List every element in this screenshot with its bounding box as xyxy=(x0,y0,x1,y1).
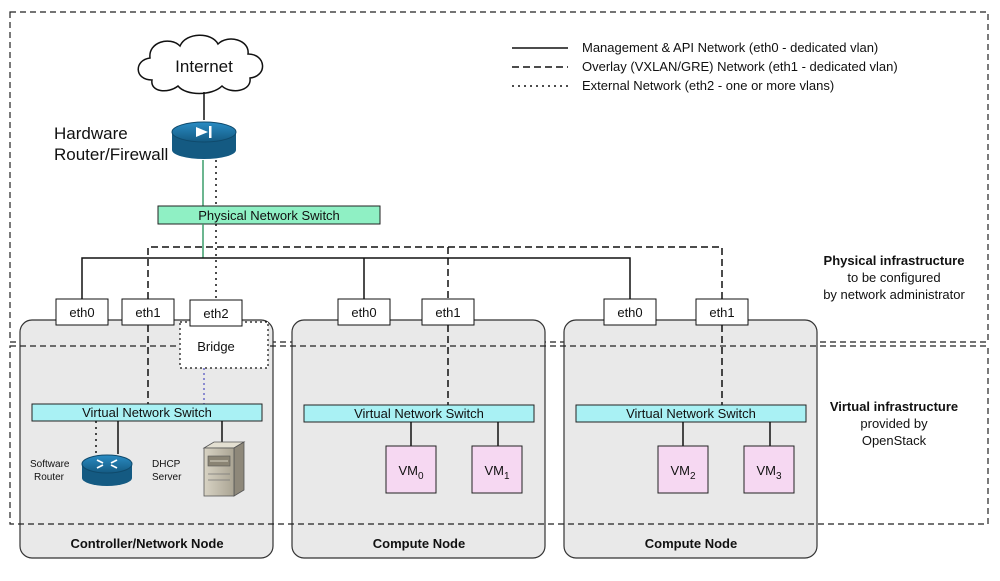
vm-2-label: VM2 xyxy=(670,463,696,482)
vm-1-label: VM1 xyxy=(484,463,510,482)
internet-cloud: Internet xyxy=(137,34,264,95)
controller-eth0-port xyxy=(55,298,109,326)
legend-management-label: Management & API Network (eth0 - dedicat… xyxy=(582,40,878,55)
controller-vswitch-label: Virtual Network Switch xyxy=(82,405,212,420)
compute1-eth0-port xyxy=(337,298,391,326)
hardware-router-label-line1: Hardware xyxy=(54,124,128,143)
internet-label: Internet xyxy=(175,57,233,76)
dhcp-label-line2: Server xyxy=(152,472,182,483)
dhcp-server-icon xyxy=(202,441,246,497)
virtual-infra-line2: provided by xyxy=(860,416,928,431)
vm-1-box xyxy=(471,445,523,494)
vm-2-box xyxy=(657,445,709,494)
hardware-router xyxy=(171,121,237,159)
compute2-title: Compute Node xyxy=(645,536,737,551)
vm-0-label: VM0 xyxy=(398,463,424,482)
compute1-eth1-label: eth1 xyxy=(435,305,460,320)
management-network xyxy=(81,257,631,299)
dhcp-label-line1: DHCP xyxy=(152,459,181,470)
legend-external-label: External Network (eth2 - one or more vla… xyxy=(582,78,834,93)
legend: Management & API Network (eth0 - dedicat… xyxy=(512,40,898,93)
router-bar-icon xyxy=(209,126,212,138)
software-router-icon xyxy=(81,454,133,486)
software-router-label-line2: Router xyxy=(34,472,65,483)
compute-node-1: eth0 eth1 Virtual Network Switch VM0 VM1… xyxy=(303,298,535,551)
virtual-infra-title: Virtual infrastructure xyxy=(830,399,958,414)
controller-eth0-label: eth0 xyxy=(69,305,94,320)
compute-node-2: eth0 eth1 Virtual Network Switch VM2 VM3… xyxy=(575,298,807,551)
physical-infra-line2: to be configured xyxy=(847,270,940,285)
virtual-infra-frame xyxy=(9,345,989,525)
vm-3-label: VM3 xyxy=(756,463,782,482)
controller-virtual-switch xyxy=(31,403,263,422)
controller-node-title: Controller/Network Node xyxy=(70,536,223,551)
compute2-eth0-port xyxy=(603,298,657,326)
vm-0-box xyxy=(385,445,437,494)
controller-node: Bridge eth0 eth1 eth2 Virtual Network Sw… xyxy=(30,298,269,551)
compute1-title: Compute Node xyxy=(373,536,465,551)
controller-eth1-port xyxy=(121,298,175,326)
legend-overlay-label: Overlay (VXLAN/GRE) Network (eth1 - dedi… xyxy=(582,59,898,74)
compute-node-2-box xyxy=(563,319,818,559)
compute1-virtual-switch xyxy=(303,404,535,423)
management-bus xyxy=(81,257,631,299)
physical-infra-title: Physical infrastructure xyxy=(824,253,965,268)
physical-infra-line3: by network administrator xyxy=(823,287,965,302)
controller-eth2-port xyxy=(189,299,243,327)
compute2-eth0-label: eth0 xyxy=(617,305,642,320)
compute2-vswitch-label: Virtual Network Switch xyxy=(626,406,756,421)
physical-infra-frame xyxy=(9,11,989,343)
compute2-virtual-switch xyxy=(575,404,807,423)
software-router-label-line1: Software xyxy=(30,459,70,470)
controller-eth1-label: eth1 xyxy=(135,305,160,320)
compute1-eth0-label: eth0 xyxy=(351,305,376,320)
cloud-icon xyxy=(137,34,264,95)
compute2-eth1-label: eth1 xyxy=(709,305,734,320)
compute2-eth1-port xyxy=(695,298,749,326)
controller-eth2-label: eth2 xyxy=(203,306,228,321)
bridge-label: Bridge xyxy=(197,339,235,354)
physical-network-switch xyxy=(157,205,381,225)
overlay-network xyxy=(147,246,723,299)
virtual-infra-line3: OpenStack xyxy=(862,433,927,448)
router-arrow-icon xyxy=(196,127,208,137)
compute-node-1-box xyxy=(291,319,546,559)
vm-3-box xyxy=(743,445,795,494)
hardware-router-label-line2: Router/Firewall xyxy=(54,145,168,164)
compute1-vswitch-label: Virtual Network Switch xyxy=(354,406,484,421)
overlay-bus xyxy=(147,246,723,299)
physical-switch-label: Physical Network Switch xyxy=(198,208,340,223)
bridge-box xyxy=(179,321,269,369)
